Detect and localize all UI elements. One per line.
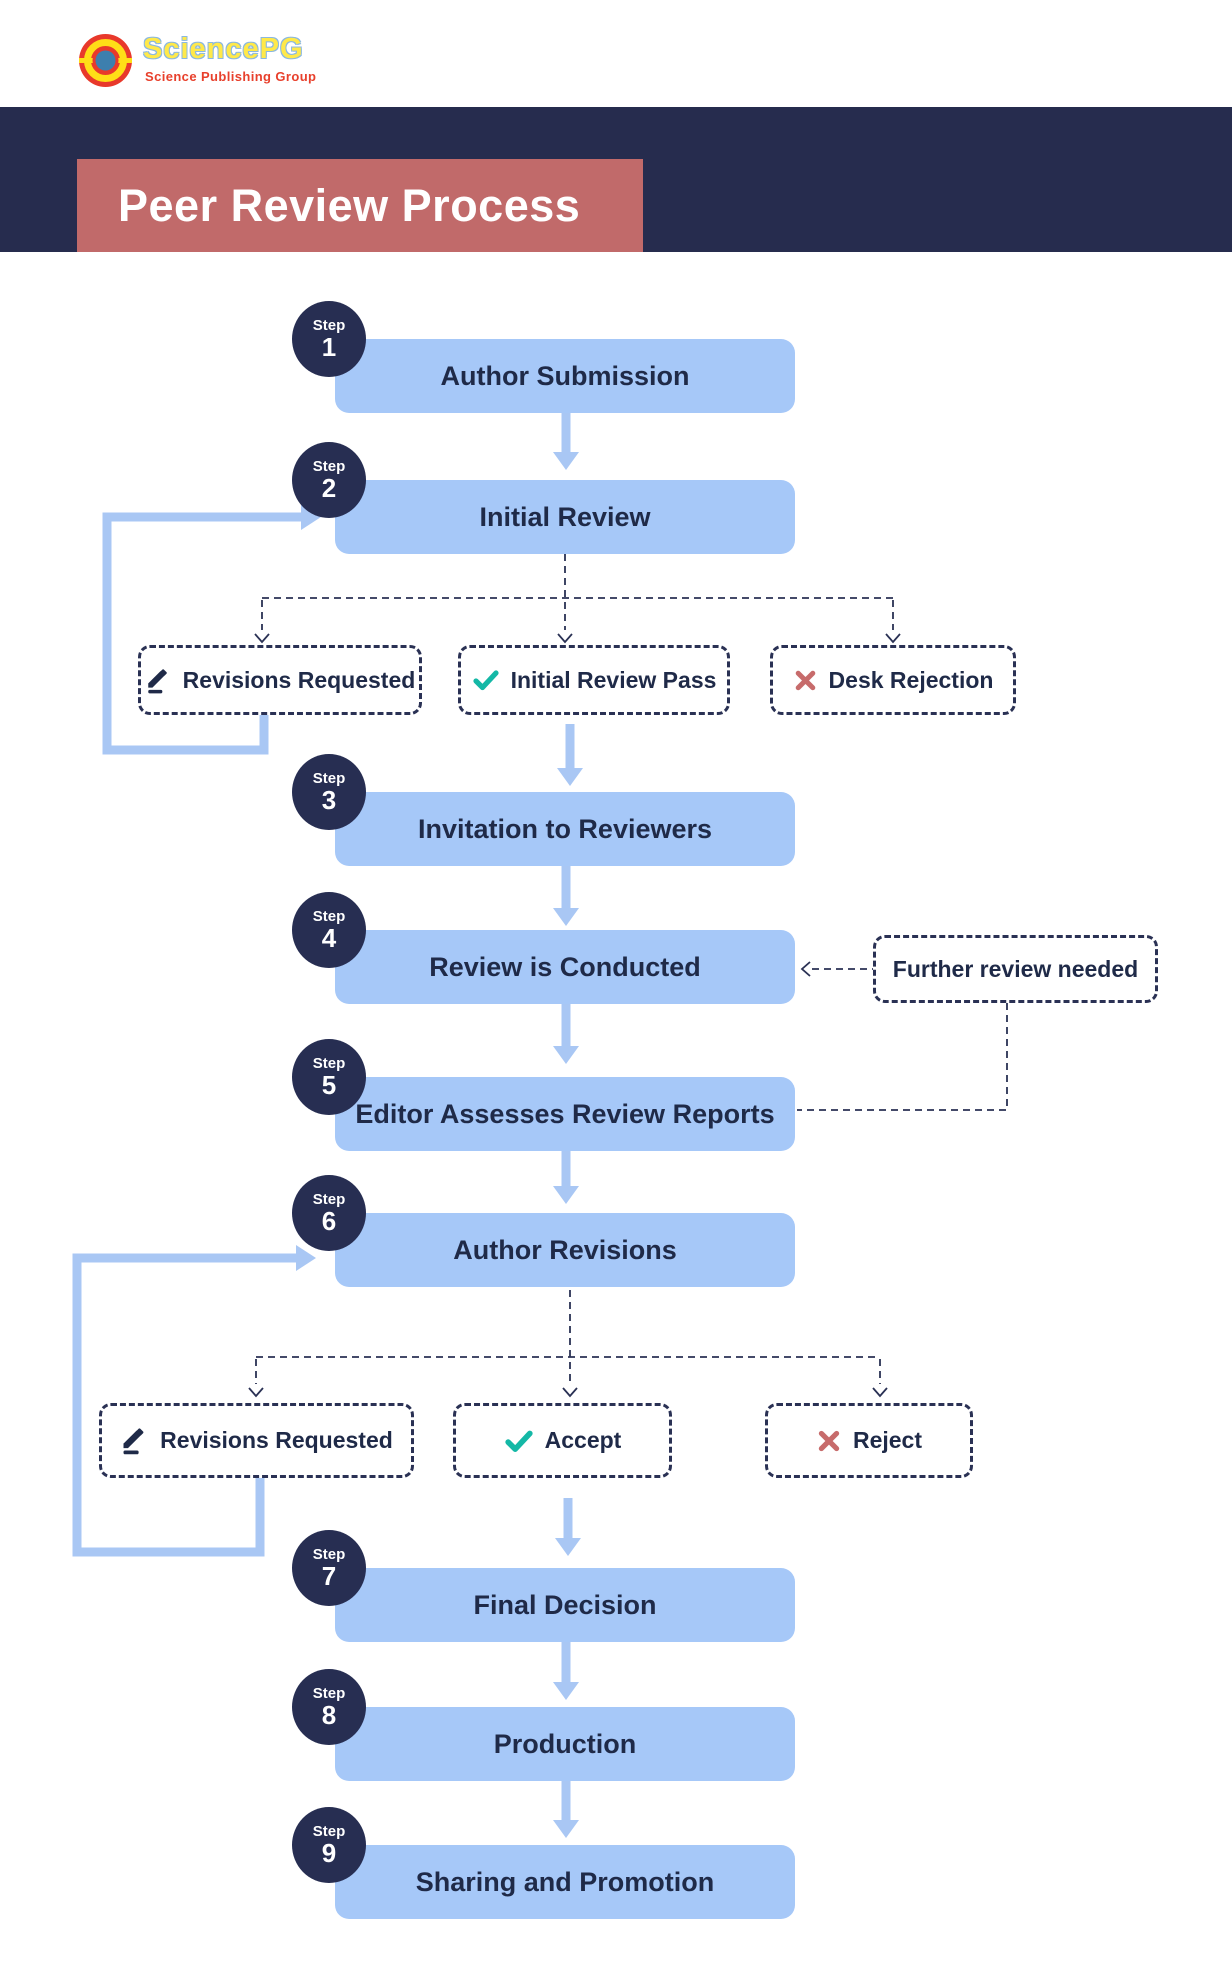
option-revisions-requested-2: Revisions Requested [99, 1403, 414, 1478]
step-word: Step [312, 908, 346, 925]
step-2-box: Initial Review [335, 480, 795, 554]
step-1-box: Author Submission [335, 339, 795, 413]
logo-tagline: Science Publishing Group [145, 69, 317, 84]
sciencepg-logo-icon [79, 34, 132, 87]
option-label: Desk Rejection [828, 666, 994, 693]
step-6-label: Author Revisions [453, 1234, 677, 1265]
note-further-review: Further review needed [873, 935, 1158, 1003]
step-word: Step [312, 1055, 346, 1072]
page-title: Peer Review Process [118, 179, 581, 231]
step-8-label: Production [493, 1728, 637, 1759]
step-5-badge: Step 5 [292, 1039, 366, 1115]
step-number: 2 [321, 473, 337, 503]
step-word: Step [312, 458, 346, 475]
step-number: 7 [321, 1561, 337, 1591]
step-word: Step [312, 1823, 346, 1840]
step-1-badge: Step 1 [292, 301, 366, 377]
step-9-box: Sharing and Promotion [335, 1845, 795, 1919]
step-4-label: Review is Conducted [429, 951, 701, 982]
option-accept: Accept [453, 1403, 672, 1478]
step-4-badge: Step 4 [292, 892, 366, 968]
step-number: 3 [321, 785, 337, 815]
option-desk-rejection: Desk Rejection [770, 645, 1016, 715]
option-label: Reject [852, 1427, 923, 1453]
step-number: 6 [321, 1206, 337, 1236]
step-word: Step [312, 1685, 346, 1702]
step-7-badge: Step 7 [292, 1530, 366, 1606]
title-banner: Peer Review Process [77, 159, 643, 252]
step-2-badge: Step 2 [292, 442, 366, 518]
option-initial-review-pass: Initial Review Pass [458, 645, 730, 715]
option-label: Initial Review Pass [510, 666, 717, 693]
note-label: Further review needed [892, 955, 1139, 982]
option-label: Revisions Requested [182, 666, 416, 693]
step-3-box: Invitation to Reviewers [335, 792, 795, 866]
step-7-label: Final Decision [473, 1589, 657, 1620]
step-9-label: Sharing and Promotion [415, 1866, 715, 1897]
step-7-box: Final Decision [335, 1568, 795, 1642]
step-5-label: Editor Assesses Review Reports [355, 1098, 775, 1129]
step-number: 1 [321, 332, 337, 362]
step-3-label: Invitation to Reviewers [417, 813, 713, 844]
step-word: Step [312, 1191, 346, 1208]
step-9-badge: Step 9 [292, 1807, 366, 1883]
check-icon [504, 1430, 533, 1452]
step-4-box: Review is Conducted [335, 930, 795, 1004]
step-number: 4 [321, 923, 337, 953]
step-word: Step [312, 770, 346, 787]
step-number: 9 [321, 1838, 337, 1868]
step-2-label: Initial Review [479, 501, 651, 532]
step-5-box: Editor Assesses Review Reports [335, 1077, 795, 1151]
step-number: 8 [321, 1700, 337, 1730]
step-number: 5 [321, 1070, 337, 1100]
page-header: SciencePG Science Publishing Group [0, 0, 1232, 107]
check-icon [472, 670, 499, 691]
pencil-icon [147, 668, 167, 693]
step-6-box: Author Revisions [335, 1213, 795, 1287]
step-8-badge: Step 8 [292, 1669, 366, 1745]
step-1-label: Author Submission [440, 360, 690, 391]
step-3-badge: Step 3 [292, 754, 366, 830]
step-6-badge: Step 6 [292, 1175, 366, 1251]
pencil-icon [123, 1428, 144, 1455]
step-word: Step [312, 1546, 346, 1563]
step-word: Step [312, 317, 346, 334]
x-icon [818, 1430, 840, 1451]
option-reject: Reject [765, 1403, 973, 1478]
option-label: Revisions Requested [160, 1427, 393, 1453]
option-revisions-requested-1: Revisions Requested [138, 645, 422, 715]
step-8-box: Production [335, 1707, 795, 1781]
x-icon [795, 670, 815, 690]
logo-wordmark: SciencePG [143, 33, 304, 65]
option-label: Accept [544, 1427, 622, 1453]
